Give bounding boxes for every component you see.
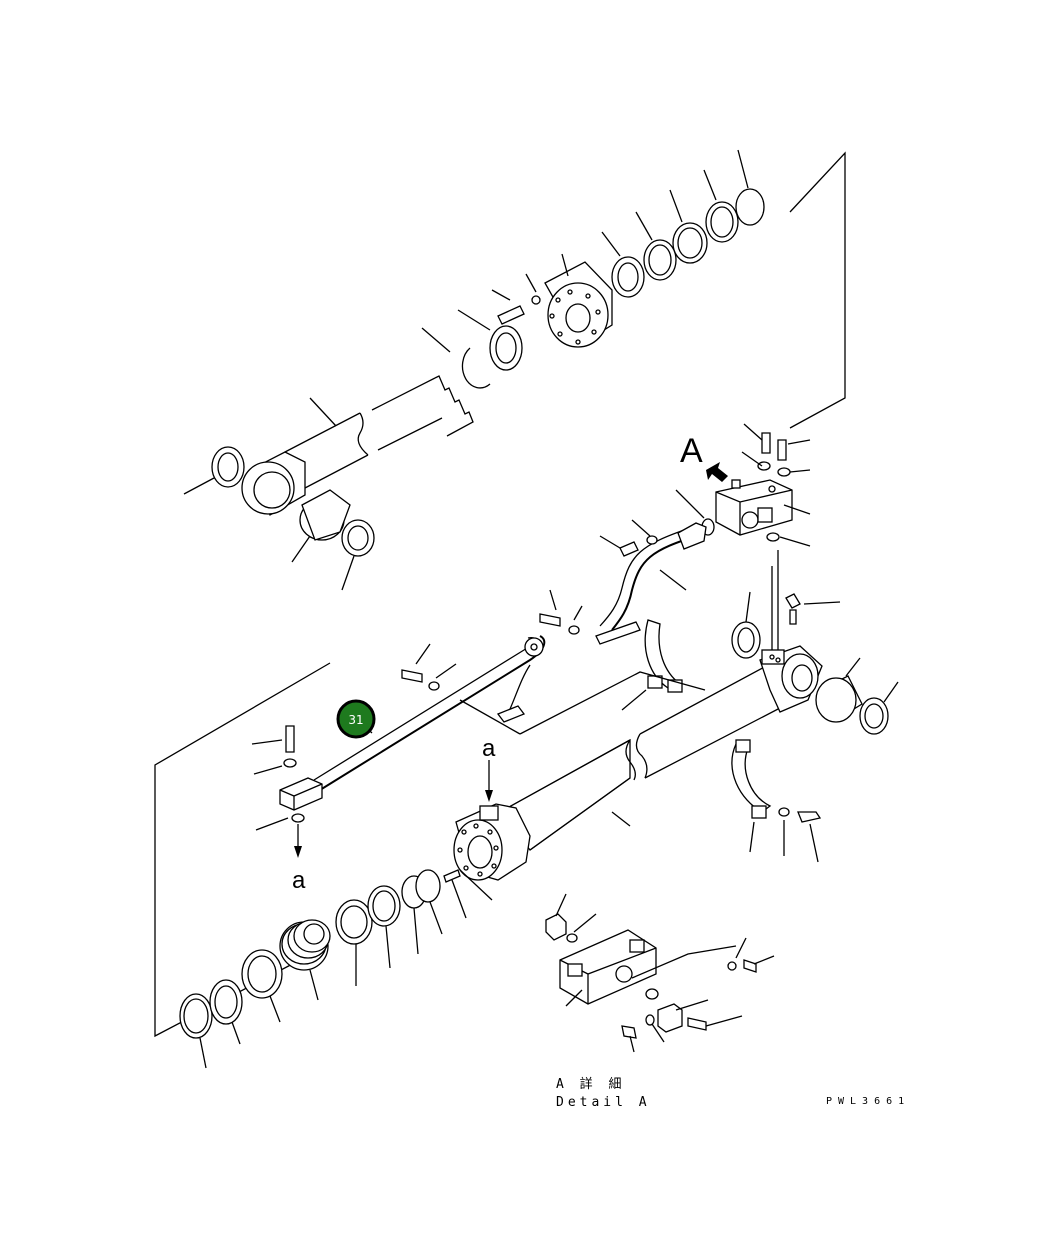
view-marker-bottom: a	[292, 867, 306, 894]
rod-gland-assembly	[461, 188, 765, 389]
detail-marker-label: A	[680, 432, 703, 470]
leader-lines-bolts	[251, 589, 583, 831]
piston-rod	[211, 375, 474, 557]
clamp-brackets	[644, 619, 822, 823]
hydraulic-tube	[595, 522, 707, 645]
callout-number: 31	[348, 713, 363, 727]
view-arrows	[294, 760, 493, 858]
detail-caption-en: Detail A	[556, 1095, 651, 1110]
tube-part-31	[279, 635, 546, 823]
safety-valve-block	[701, 432, 793, 542]
bolts-middle	[283, 613, 580, 768]
detail-a-view	[545, 913, 757, 1039]
drawing-code: PWL3661	[826, 1096, 910, 1107]
leader-lines-upper	[183, 309, 491, 591]
piston-seal-set	[179, 869, 461, 1039]
frame-lines	[154, 151, 846, 1038]
leader-lines-cylinder	[611, 591, 899, 827]
callout-31[interactable]: 31	[336, 699, 376, 739]
callout-circle[interactable]	[336, 699, 376, 739]
leader-lines-detail	[555, 893, 775, 1053]
leader-lines-valve	[675, 423, 811, 547]
leader-lines-seals	[199, 869, 493, 1069]
detail-caption-jp: A 詳 細	[556, 1076, 625, 1092]
view-marker-top: a	[482, 735, 496, 762]
leader-lines-clamps	[621, 689, 819, 863]
cylinder-head-end	[453, 803, 531, 881]
cylinder-tube	[499, 550, 889, 851]
lines-tube-link	[459, 671, 706, 735]
leader-lines-tube	[599, 519, 687, 591]
leader-lines-gland	[491, 149, 749, 301]
